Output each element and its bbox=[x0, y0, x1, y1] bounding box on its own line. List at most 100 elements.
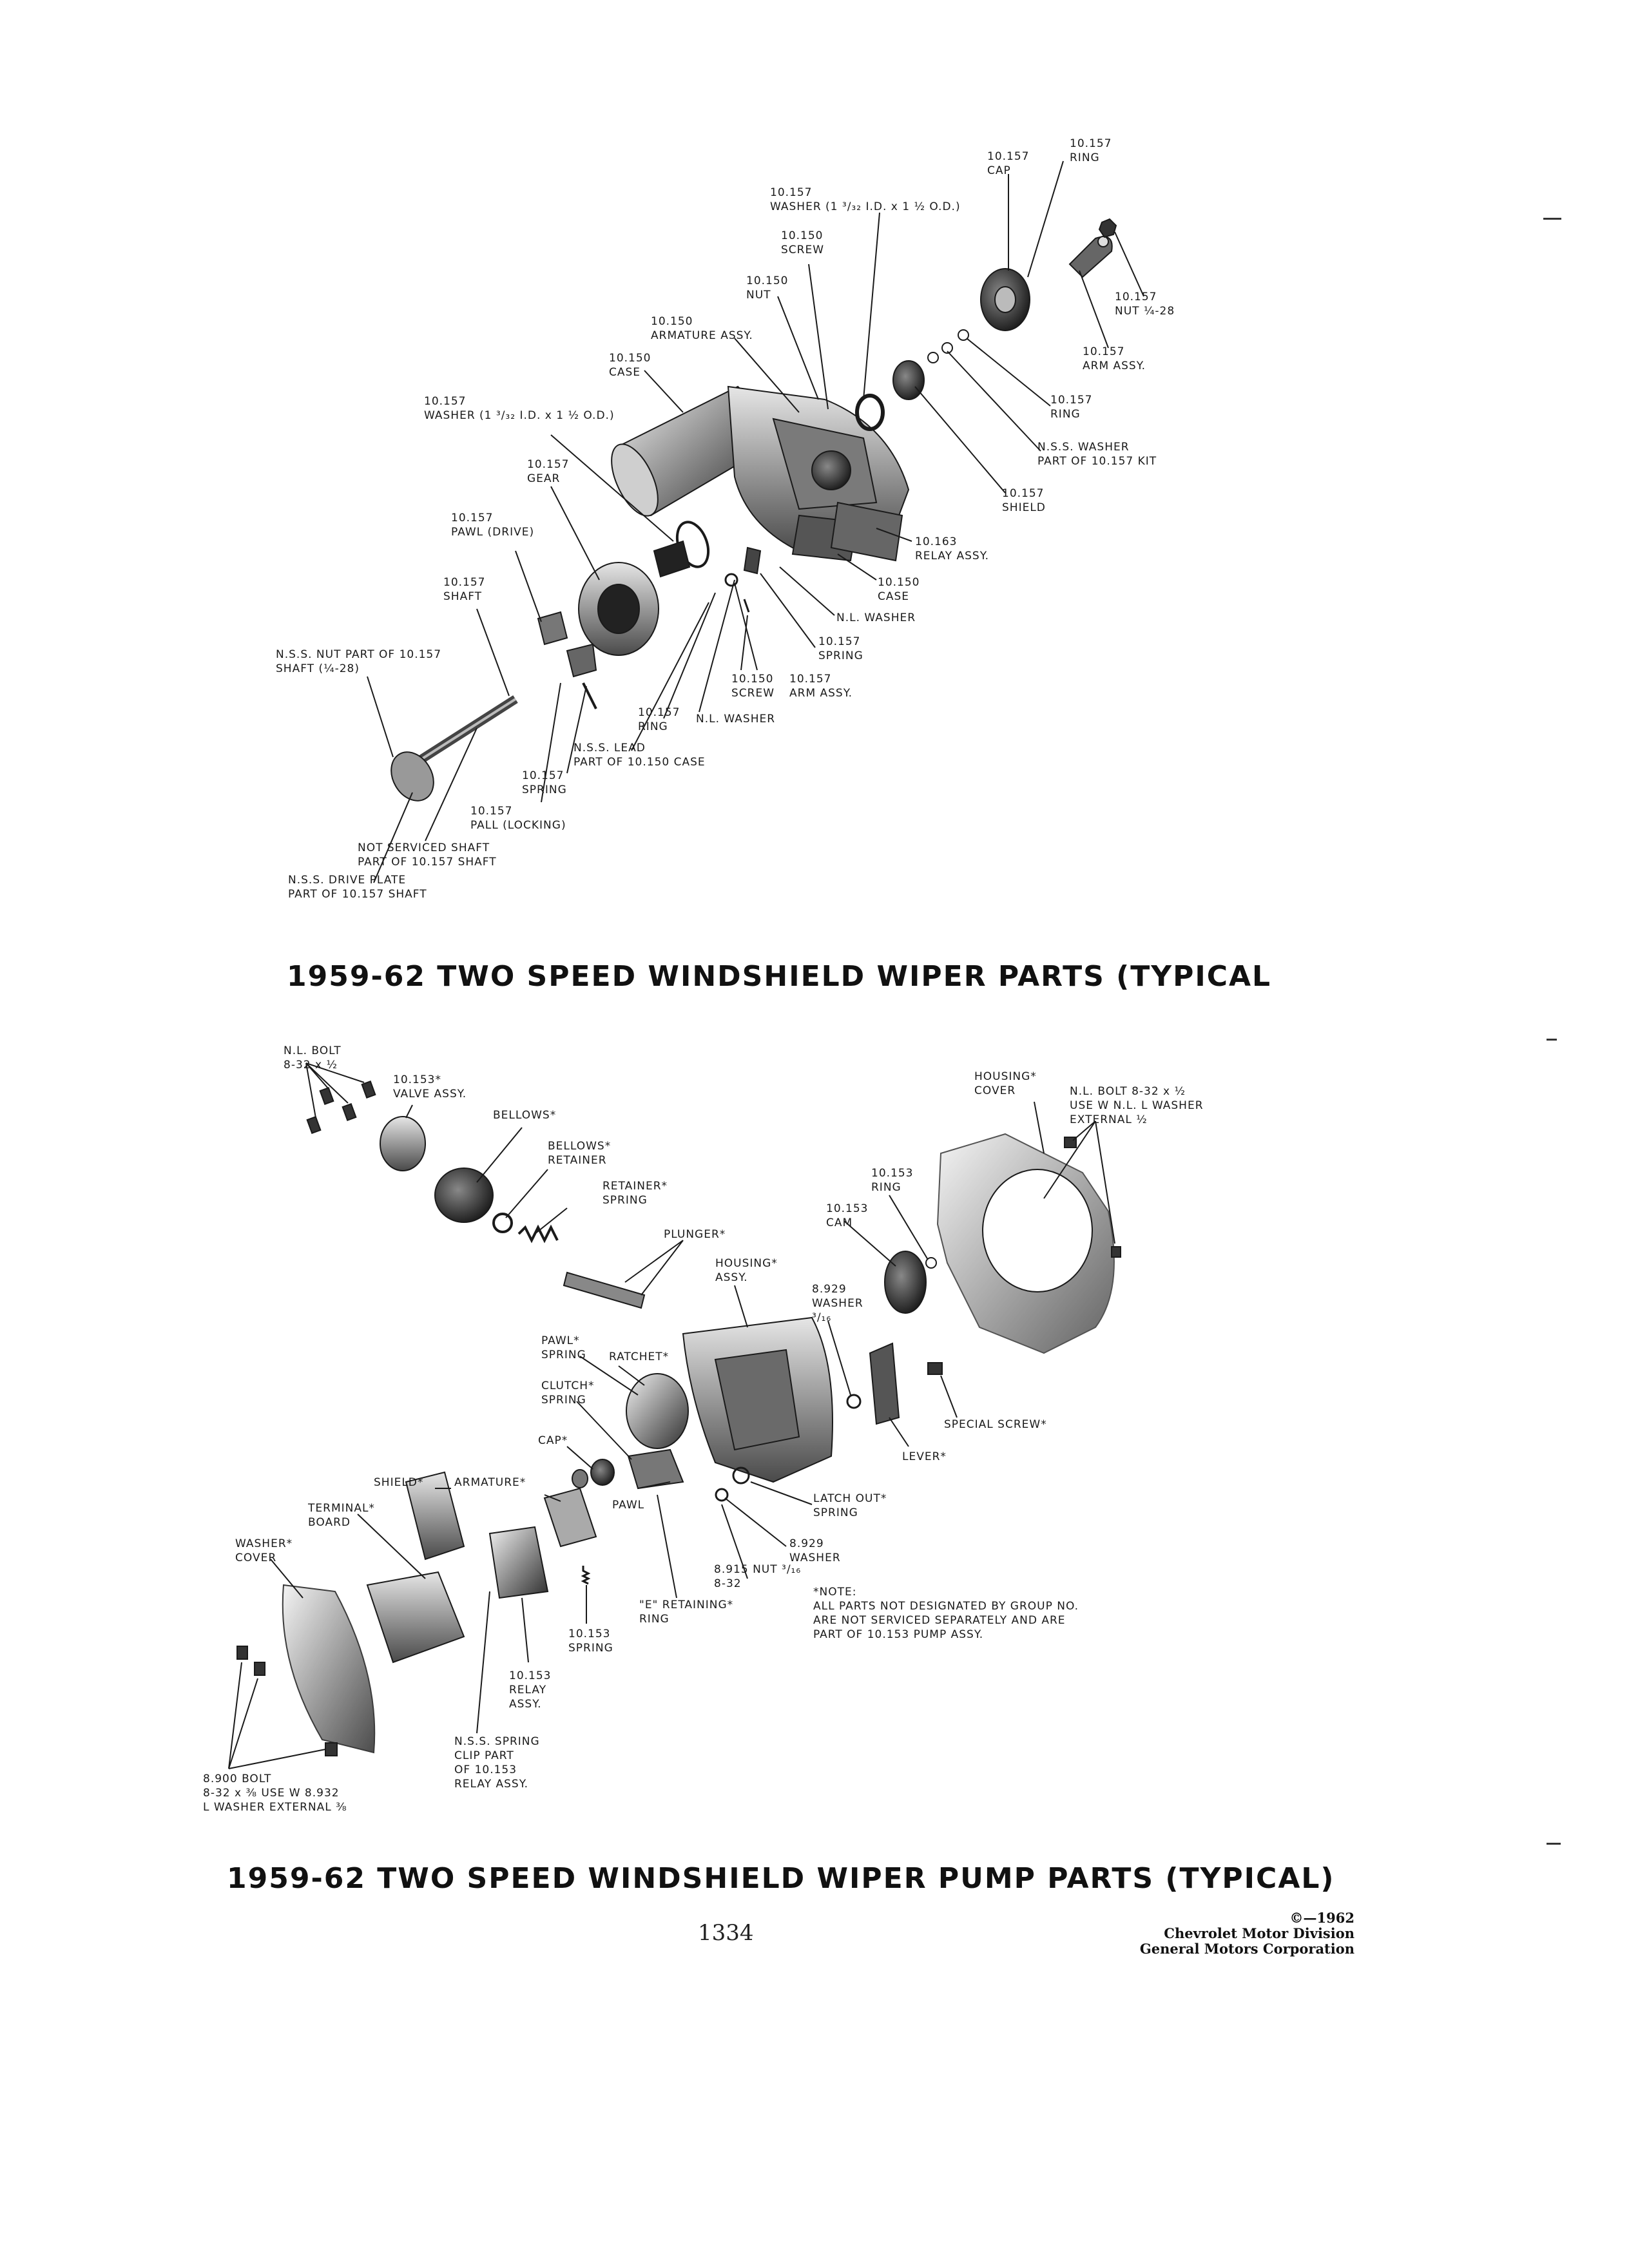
scan-mark bbox=[1543, 218, 1561, 220]
callout-pump-spring: 10.153 SPRING bbox=[568, 1627, 613, 1655]
callout-housing-assy: HOUSING* ASSY. bbox=[715, 1256, 778, 1285]
callout-line: L WASHER EXTERNAL ⅜ bbox=[203, 1801, 347, 1814]
callout-cap-pump: CAP* bbox=[538, 1434, 568, 1448]
callout-line: CASE bbox=[609, 366, 641, 379]
callout-arm-assy-right: 10.157 ARM ASSY. bbox=[1083, 345, 1146, 373]
callout-pump-relay-assy: 10.153 RELAY ASSY. bbox=[509, 1669, 551, 1711]
callout-line: 10.153 bbox=[871, 1167, 914, 1180]
callout-retainer-spring: RETAINER* SPRING bbox=[602, 1179, 668, 1207]
pump-parts-title: 1959-62 TWO SPEED WINDSHIELD WIPER PUMP … bbox=[227, 1862, 1335, 1895]
note-line: *NOTE: bbox=[813, 1586, 857, 1599]
callout-bolt-8900: 8.900 BOLT 8-32 x ⅜ USE W 8.932 L WASHER… bbox=[203, 1772, 347, 1814]
callout-line: 10.157 bbox=[1002, 487, 1045, 500]
callout-line: 10.157 bbox=[1050, 394, 1093, 407]
callout-bellows: BELLOWS* bbox=[493, 1108, 556, 1122]
wiper-pump-illustration bbox=[236, 1080, 1121, 1756]
callout-shaft: 10.157 SHAFT bbox=[443, 575, 485, 604]
wiper-parts-title: 1959-62 TWO SPEED WINDSHIELD WIPER PARTS… bbox=[287, 960, 1272, 993]
callout-line: PAWL* bbox=[541, 1334, 580, 1347]
callout-washer-8929-lower: 8.929 WASHER bbox=[789, 1537, 841, 1565]
callout-line: 8-32 x ⅜ USE W 8.932 bbox=[203, 1787, 340, 1800]
callout-line: 10.150 bbox=[781, 229, 824, 242]
callout-armature: ARMATURE* bbox=[454, 1475, 526, 1490]
callout-nl-washer-lower: N.L. WASHER bbox=[696, 712, 775, 726]
copyright-line: ©—1962 bbox=[1289, 1910, 1354, 1926]
callout-nss-lead: N.S.S. LEAD PART OF 10.150 CASE bbox=[574, 741, 706, 769]
callout-line: RING bbox=[1070, 151, 1100, 164]
callout-line: RELAY bbox=[509, 1684, 547, 1696]
callout-line: 10.157 bbox=[1115, 291, 1157, 303]
callout-line: SPRING bbox=[818, 649, 863, 662]
callout-line: 10.157 bbox=[424, 395, 467, 408]
callout-line: HOUSING* bbox=[974, 1070, 1037, 1083]
callout-line: SHAFT (¼-28) bbox=[276, 662, 360, 675]
callout-line: EXTERNAL ½ bbox=[1070, 1113, 1148, 1126]
callout-line: SHIELD bbox=[1002, 501, 1046, 514]
callout-line: RING bbox=[639, 1613, 670, 1626]
note-line: ALL PARTS NOT DESIGNATED BY GROUP NO. bbox=[813, 1600, 1079, 1613]
callout-line: N.S.S. LEAD bbox=[574, 742, 646, 754]
callout-line: 10.157 bbox=[527, 458, 570, 471]
callout-line: 10.163 bbox=[915, 535, 958, 548]
callout-line: 10.157 bbox=[1083, 345, 1125, 358]
callout-line: SCREW bbox=[731, 687, 775, 700]
callout-line: RING bbox=[871, 1181, 901, 1194]
callout-washer-upper: 10.157 WASHER (1 ³/₃₂ I.D. x 1 ½ O.D.) bbox=[770, 186, 961, 214]
callout-nl-bolt-left: N.L. BOLT 8-32 x ½ bbox=[284, 1044, 342, 1072]
callout-line: N.S.S. SPRING bbox=[454, 1735, 540, 1748]
callout-case-lower: 10.150 CASE bbox=[878, 575, 920, 604]
callout-line: RING bbox=[1050, 408, 1081, 421]
callout-line: CLUTCH* bbox=[541, 1379, 595, 1392]
callout-line: ³/₁₆ bbox=[812, 1311, 832, 1324]
callout-plunger: PLUNGER* bbox=[664, 1227, 726, 1242]
callout-latch-out-spring: LATCH OUT* SPRING bbox=[813, 1492, 887, 1520]
callout-line: ARM ASSY. bbox=[1083, 360, 1146, 372]
callout-line: 10.157 bbox=[451, 512, 494, 524]
callout-line: ASSY. bbox=[509, 1698, 542, 1711]
callout-line: WASHER bbox=[789, 1552, 841, 1564]
callout-nl-washer-right: N.L. WASHER bbox=[836, 611, 916, 625]
callout-cap: 10.157 CAP bbox=[987, 149, 1029, 178]
callout-armature-assy: 10.150 ARMATURE ASSY. bbox=[651, 314, 753, 343]
callout-line: SHIELD* bbox=[374, 1476, 424, 1489]
callout-ring-top: 10.157 RING bbox=[1070, 137, 1112, 165]
callout-relay-assy: 10.163 RELAY ASSY. bbox=[915, 535, 989, 563]
callout-nut: 10.150 NUT bbox=[746, 274, 788, 302]
callout-line: ARMATURE* bbox=[454, 1476, 526, 1489]
callout-housing-cover: HOUSING* COVER bbox=[974, 1070, 1037, 1098]
callout-line: PART OF 10.150 CASE bbox=[574, 756, 706, 769]
callout-e-retaining-ring: "E" RETAINING* RING bbox=[639, 1598, 733, 1626]
callout-case-upper: 10.150 CASE bbox=[609, 351, 651, 380]
callout-line: WASHER* bbox=[235, 1537, 293, 1550]
scan-mark bbox=[1547, 1843, 1561, 1845]
callout-line: PAWL bbox=[612, 1499, 645, 1512]
callout-line: RETAINER* bbox=[602, 1180, 668, 1193]
callout-pawl-spring: PAWL* SPRING bbox=[541, 1334, 586, 1362]
callout-line: 10.157 bbox=[522, 769, 564, 782]
callout-line: TERMINAL* bbox=[308, 1502, 375, 1515]
wiper-motor-illustration bbox=[390, 218, 1117, 802]
callout-line: HOUSING* bbox=[715, 1257, 778, 1270]
pump-leader-lines bbox=[228, 1062, 1115, 1769]
callout-shield-pump: SHIELD* bbox=[374, 1475, 423, 1490]
callout-line: 10.150 bbox=[731, 673, 774, 686]
callout-washer-cover: WASHER* COVER bbox=[235, 1537, 293, 1565]
callout-nl-bolt-right: N.L. BOLT 8-32 x ½ USE W N.L. L WASHER E… bbox=[1070, 1084, 1204, 1127]
callout-line: 10.150 bbox=[651, 315, 693, 328]
callout-line: CAP* bbox=[538, 1434, 568, 1447]
callout-line: SCREW bbox=[781, 244, 825, 256]
callout-line: 10.150 bbox=[746, 274, 789, 287]
callout-line: 10.153 bbox=[509, 1669, 552, 1682]
callout-line: 10.150 bbox=[878, 576, 920, 589]
callout-line: WASHER (1 ³/₃₂ I.D. x 1 ½ O.D.) bbox=[424, 409, 615, 422]
callout-nss-drive-plate: N.S.S. DRIVE PLATE PART OF 10.157 SHAFT bbox=[288, 873, 427, 901]
callout-line: USE W N.L. L WASHER bbox=[1070, 1099, 1204, 1112]
callout-screw-lower: 10.150 SCREW bbox=[731, 672, 775, 700]
callout-line: N.S.S. NUT PART OF 10.157 bbox=[276, 648, 442, 661]
callout-pump-ring: 10.153 RING bbox=[871, 1166, 913, 1195]
callout-nss-spring-clip: N.S.S. SPRING CLIP PART OF 10.153 RELAY … bbox=[454, 1735, 540, 1791]
callout-pump-cam: 10.153 CAM bbox=[826, 1202, 868, 1230]
callout-line: BELLOWS* bbox=[548, 1140, 612, 1153]
callout-nut-quarter: 10.157 NUT ¼-28 bbox=[1115, 290, 1175, 318]
copyright-block: ©—1962 Chevrolet Motor Division General … bbox=[1140, 1910, 1354, 1957]
